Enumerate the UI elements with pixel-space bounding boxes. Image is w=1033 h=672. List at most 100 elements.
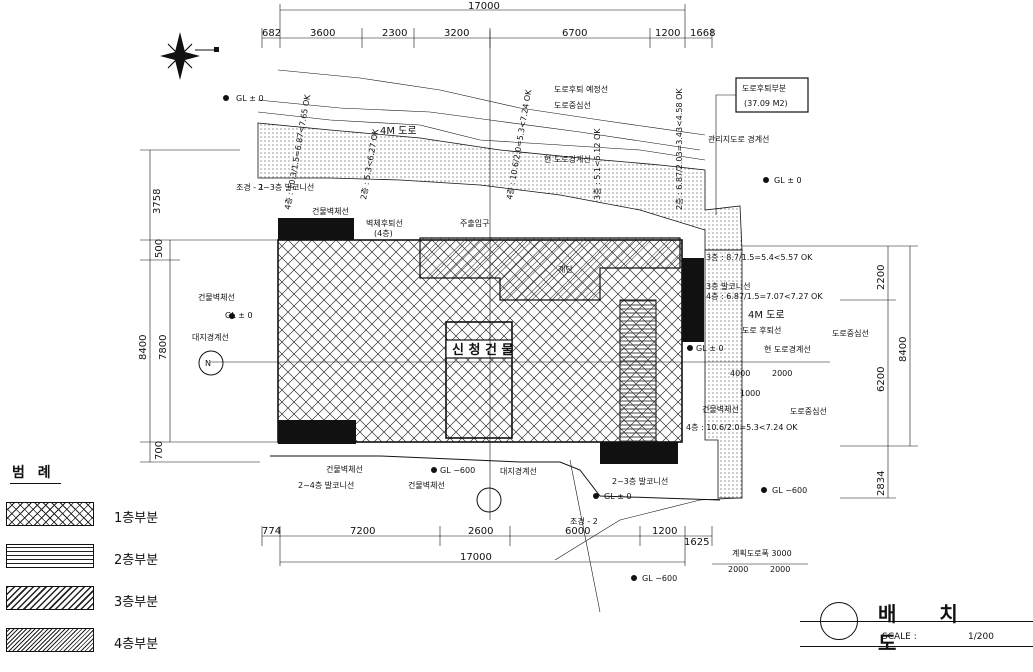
- dim-left-outer-3: 700: [154, 441, 165, 460]
- dim-top-seg-5: 6700: [562, 28, 587, 39]
- dim-top-seg-7: 1668: [690, 28, 715, 39]
- note-balcony-a: 2~3층 발코니선: [258, 182, 314, 192]
- dim-bottom-seg-2: 7200: [350, 526, 375, 537]
- dim-left-outer-2: 8400: [138, 335, 149, 360]
- legend-swatch-4f: [6, 628, 94, 652]
- building-core: [445, 321, 513, 439]
- note-site-boundary-b: 대지경계선: [500, 466, 537, 476]
- dim-misc-c: 1000: [740, 389, 760, 398]
- note-balcony-c: 2~4층 발코니선: [298, 480, 354, 490]
- building-2f: [619, 299, 657, 443]
- level-gl600-b: GL −600: [772, 486, 807, 495]
- building-label: 신 청 건 물: [452, 342, 513, 358]
- note-road-center-c: 도로중심선: [790, 406, 827, 416]
- legend-item-4f: 4층부분: [6, 628, 206, 654]
- level-gl0-e: GL ± 0: [604, 492, 632, 501]
- height-note-5: 2층 : 6.87/2.03=3.43<4.58 OK: [675, 88, 684, 210]
- balcony-block-bottom-right: [600, 442, 678, 464]
- dim-left-ticks: [140, 149, 278, 463]
- road-area-leader: [715, 94, 736, 215]
- road-area-value: (37.09 M2): [744, 99, 788, 108]
- note-wall-line-b: 건물벽체선: [312, 206, 349, 216]
- legend-label-4f: 4층부분: [114, 637, 159, 652]
- dim-bottom-seg-3: 2600: [468, 526, 493, 537]
- title-block: 배 치 도 SCALE : 1/200: [800, 596, 1033, 672]
- balcony-block-bottom-left: [278, 420, 356, 444]
- note-wall-line-d: 건물벽체선: [408, 480, 445, 490]
- level-gl0-c: GL ± 0: [774, 176, 802, 185]
- dim-top-seg-2: 3600: [310, 28, 335, 39]
- legend-swatch-3f: [6, 586, 94, 610]
- dim-left-inner-1: 500: [154, 239, 165, 258]
- dim-top-seg-3: 2300: [382, 28, 407, 39]
- scale-value: 1/200: [968, 632, 994, 642]
- level-gl0-d: GL ± 0: [696, 344, 724, 353]
- note-landscape-a: 조경 - 1: [236, 182, 264, 192]
- dim-bottom-seg-1: 774: [262, 526, 281, 537]
- road-area-label: 도로후퇴부분: [742, 84, 786, 93]
- note-wall-line-c: 건물벽체선: [326, 464, 363, 474]
- note-wall-line-e: 건물벽체선: [702, 404, 739, 414]
- dim-bottom-ticks: [261, 526, 713, 566]
- note-road-setback-line: 도로후퇴 예정선: [554, 84, 608, 94]
- dim-right-inner: 8400: [898, 337, 909, 362]
- title-divider: [800, 621, 1033, 622]
- note-landscape-b: 조경 - 2: [570, 516, 598, 526]
- road-curb-line: [277, 69, 706, 136]
- dim-top-seg-1: 682: [262, 28, 281, 39]
- note-road-boundary-b: 현 도로경계선: [764, 344, 811, 354]
- height-note-3: 4층 : 6.87/1.5=7.07<7.27 OK: [706, 292, 823, 301]
- legend-item-1f: 1층부분: [6, 502, 206, 528]
- height-note-2: 3층 : 8.7/1.5=5.4<5.57 OK: [706, 253, 813, 262]
- dim-bottom-total: 17000: [460, 552, 492, 563]
- note-road-4m-b: 4M 도로: [748, 310, 785, 321]
- dim-top-ticks: [261, 4, 713, 48]
- level-gl0-b: GL ± 0: [225, 311, 253, 320]
- road-area-box: [735, 77, 809, 113]
- dim-top-total: 17000: [468, 1, 500, 12]
- balcony-block-right: [682, 258, 704, 342]
- dim-right-ticks: [742, 245, 918, 499]
- level-gl600-c: GL −600: [642, 574, 677, 583]
- note-road-center-a: 도로중심선: [554, 100, 591, 110]
- site-boundary-line: [270, 455, 721, 501]
- axis-marker-left: [198, 350, 224, 376]
- dim-left-inner-2: 7800: [158, 335, 169, 360]
- level-gl0-a: GL ± 0: [236, 94, 264, 103]
- legend: 범 례 1층부분 2층부분 3층부분 4층부분: [4, 462, 204, 662]
- note-stairs: 계단: [558, 264, 573, 274]
- road-right-strip: [704, 249, 743, 499]
- balcony-block-top-left: [278, 218, 354, 240]
- note-entrance: 주출입구: [460, 218, 489, 228]
- legend-label-3f: 3층부분: [114, 595, 159, 610]
- level-gl600-a: GL −600: [440, 466, 475, 475]
- legend-label-2f: 2층부분: [114, 553, 159, 568]
- note-road-boundary-c: 관리지도로 경계선: [708, 134, 769, 144]
- legend-label-1f: 1층부분: [114, 511, 159, 526]
- dim-right-outer-2: 6200: [876, 367, 887, 392]
- dim-bottom-seg-6: 1625: [684, 537, 709, 548]
- note-road-retreat: 도로 후퇴선: [742, 326, 781, 335]
- dim-bottom-seg-5: 1200: [652, 526, 677, 537]
- dim-setback-part-2: 2000: [770, 565, 790, 574]
- drawing-title: 배 치 도: [878, 602, 976, 655]
- axis-marker-bottom: [476, 487, 502, 513]
- level-markers: [223, 95, 769, 581]
- scale-label: SCALE :: [882, 632, 917, 642]
- dim-bottom-seg-4: 6000: [565, 526, 590, 537]
- building-label-box: [445, 339, 513, 359]
- dim-setback-part-1: 2000: [728, 565, 748, 574]
- building-3f: [419, 237, 681, 301]
- dim-top-seg-4: 3200: [444, 28, 469, 39]
- dim-right-outer-1: 2200: [876, 265, 887, 290]
- dim-left-outer-1: 3758: [152, 189, 163, 214]
- title-divider-2: [800, 646, 1033, 647]
- dim-misc-a: 4000: [730, 369, 750, 378]
- legend-title: 범 례: [10, 462, 61, 484]
- note-site-boundary-a: 대지경계선: [192, 332, 229, 342]
- note-floor4: (4층): [374, 229, 393, 238]
- note-wall-line-a: 건물벽체선: [198, 292, 235, 302]
- road-boundary-line: [257, 99, 701, 151]
- dim-misc-b: 2000: [772, 369, 792, 378]
